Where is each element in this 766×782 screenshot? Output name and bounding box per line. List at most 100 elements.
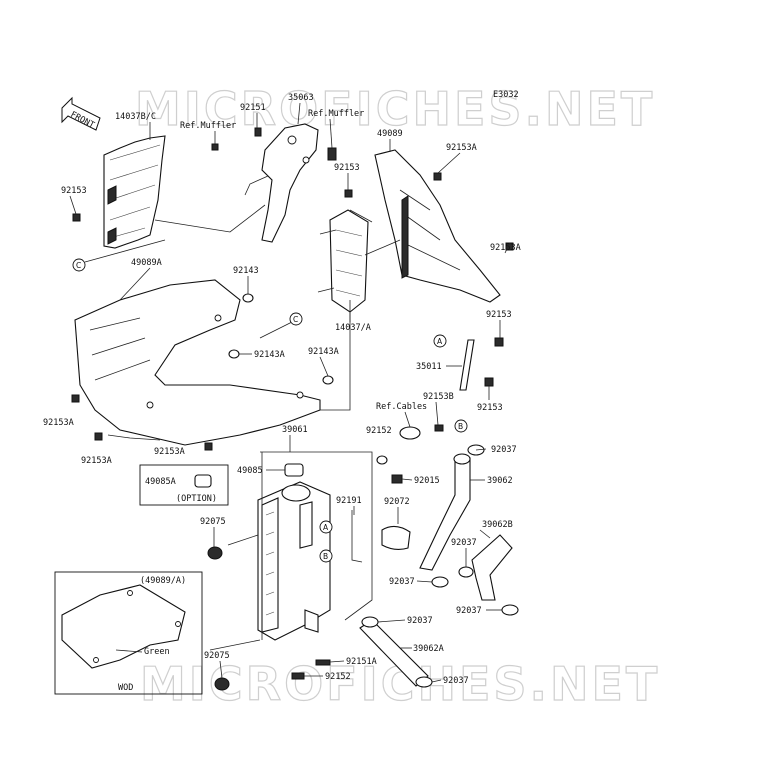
label-92143a-1: 92143A	[254, 350, 285, 360]
label-92152-bot: 92152	[325, 672, 351, 682]
label-option: (OPTION)	[176, 494, 217, 504]
bolt-ref-muffler-icon	[211, 143, 219, 151]
label-inset-wod: WOD	[118, 683, 133, 693]
stay-35011	[459, 337, 504, 391]
label-39062: 39062	[487, 476, 513, 486]
callout-a-radiator: A	[319, 520, 333, 534]
label-39062a: 39062A	[413, 644, 444, 654]
label-92037-1: 92037	[491, 445, 517, 455]
label-14037a: 14037/A	[335, 323, 371, 333]
grommet-92075-bot-icon	[214, 677, 230, 691]
hose-39062b	[471, 534, 513, 601]
label-92143a-2: 92143A	[308, 347, 339, 357]
front-arrow-icon: FRONT	[61, 96, 101, 131]
label-92037-5: 92037	[407, 616, 433, 626]
guide-line	[260, 451, 373, 621]
guide-line	[84, 239, 166, 263]
label-49089a: 49089A	[131, 258, 162, 268]
label-92037-4: 92037	[456, 606, 482, 616]
bolt-92153-mid-icon	[344, 189, 353, 198]
label-92153-r1: 92153	[486, 310, 512, 320]
label-92151a: 92151A	[346, 657, 377, 667]
label-92153-r2: 92153	[477, 403, 503, 413]
label-49085a: 49085A	[145, 477, 176, 487]
radiator-39061	[257, 481, 331, 641]
clip-92015-icon	[376, 455, 403, 484]
label-92075-bot: 92075	[204, 651, 230, 661]
shroud-louver-14037bc	[103, 135, 166, 249]
label-39062b: 39062B	[482, 520, 513, 530]
svg-text:C: C	[293, 315, 298, 324]
hose-39062	[419, 453, 471, 571]
guide-line	[364, 239, 401, 256]
bracket-35063	[244, 123, 319, 243]
cap-49085-icon	[284, 463, 304, 477]
label-92153a-l1: 92153A	[43, 418, 74, 428]
part-labels: 14037B/C Ref.Muffler 92151 35063 Ref.Muf…	[43, 93, 521, 693]
bolt-92151a-icon	[315, 659, 331, 666]
label-ref-muffler-2: Ref.Muffler	[308, 109, 364, 119]
grommet-92075-top-icon	[207, 546, 223, 560]
label-92037-2: 92037	[451, 538, 477, 548]
collar-92143-icon	[242, 293, 254, 303]
shroud-49089	[374, 149, 501, 303]
guide-line	[107, 434, 161, 441]
guide-line	[209, 639, 261, 651]
label-92153b: 92153B	[423, 392, 454, 402]
callout-b-radiator: B	[319, 549, 333, 563]
label-92037-6: 92037	[443, 676, 469, 686]
label-35011: 35011	[416, 362, 442, 372]
bolt-92153a-right-icon	[505, 242, 514, 251]
label-49089: 49089	[377, 129, 403, 139]
label-ref-cables: Ref.Cables	[376, 402, 427, 412]
option-box-49085a	[139, 464, 229, 506]
label-92151: 92151	[240, 103, 266, 113]
callout-c-mid: C	[289, 312, 303, 326]
leader-lines	[69, 102, 511, 683]
guide-line	[227, 534, 259, 546]
callout-c-upper: C	[72, 258, 86, 272]
clip-ref-muffler-icon	[327, 147, 337, 161]
label-49085: 49085	[237, 466, 263, 476]
label-ref-muffler-1: Ref.Muffler	[180, 121, 236, 131]
label-inset-title: (49089/A)	[140, 576, 186, 586]
cap-92152-icon	[399, 426, 421, 440]
callout-b-right: B	[454, 419, 468, 433]
svg-text:A: A	[323, 523, 329, 532]
bolt-92153b-icon	[434, 424, 444, 432]
label-92153a-right: 92153A	[490, 243, 521, 253]
label-92037-3: 92037	[389, 577, 415, 587]
clamp-92037-icons	[361, 444, 519, 688]
watermark-top: MICROFICHES.NET	[135, 82, 655, 136]
label-92153-left: 92153	[61, 186, 87, 196]
label-92191: 92191	[336, 496, 362, 506]
clamp-92072-icon	[381, 525, 411, 551]
svg-text:C: C	[76, 261, 81, 270]
diagram-code: E3032	[493, 90, 519, 100]
bolt-92153a-left-icons	[71, 394, 213, 451]
label-inset-green: Green	[144, 647, 170, 657]
label-92143: 92143	[233, 266, 259, 276]
louver-14037a	[317, 209, 369, 313]
guide-line	[320, 300, 351, 411]
label-92075-top: 92075	[200, 517, 226, 527]
hose-92191	[351, 510, 363, 563]
label-39061: 39061	[282, 425, 308, 435]
bolt-92153a-top-icon	[433, 172, 442, 181]
svg-text:B: B	[458, 422, 463, 431]
callout-a-right: A	[433, 334, 447, 348]
label-92015: 92015	[414, 476, 440, 486]
label-14037bc: 14037B/C	[115, 112, 156, 122]
label-92153a-top: 92153A	[446, 143, 477, 153]
svg-text:A: A	[437, 337, 443, 346]
bolt-92151-icon	[254, 127, 262, 137]
svg-text:B: B	[323, 552, 328, 561]
shroud-49089a	[74, 279, 321, 446]
guide-line	[259, 321, 293, 339]
label-92153-mid: 92153	[334, 163, 360, 173]
label-92153a-l2: 92153A	[81, 456, 112, 466]
bolt-92152-bot-icon	[291, 672, 305, 680]
label-92072: 92072	[384, 497, 410, 507]
guide-line	[154, 204, 266, 233]
